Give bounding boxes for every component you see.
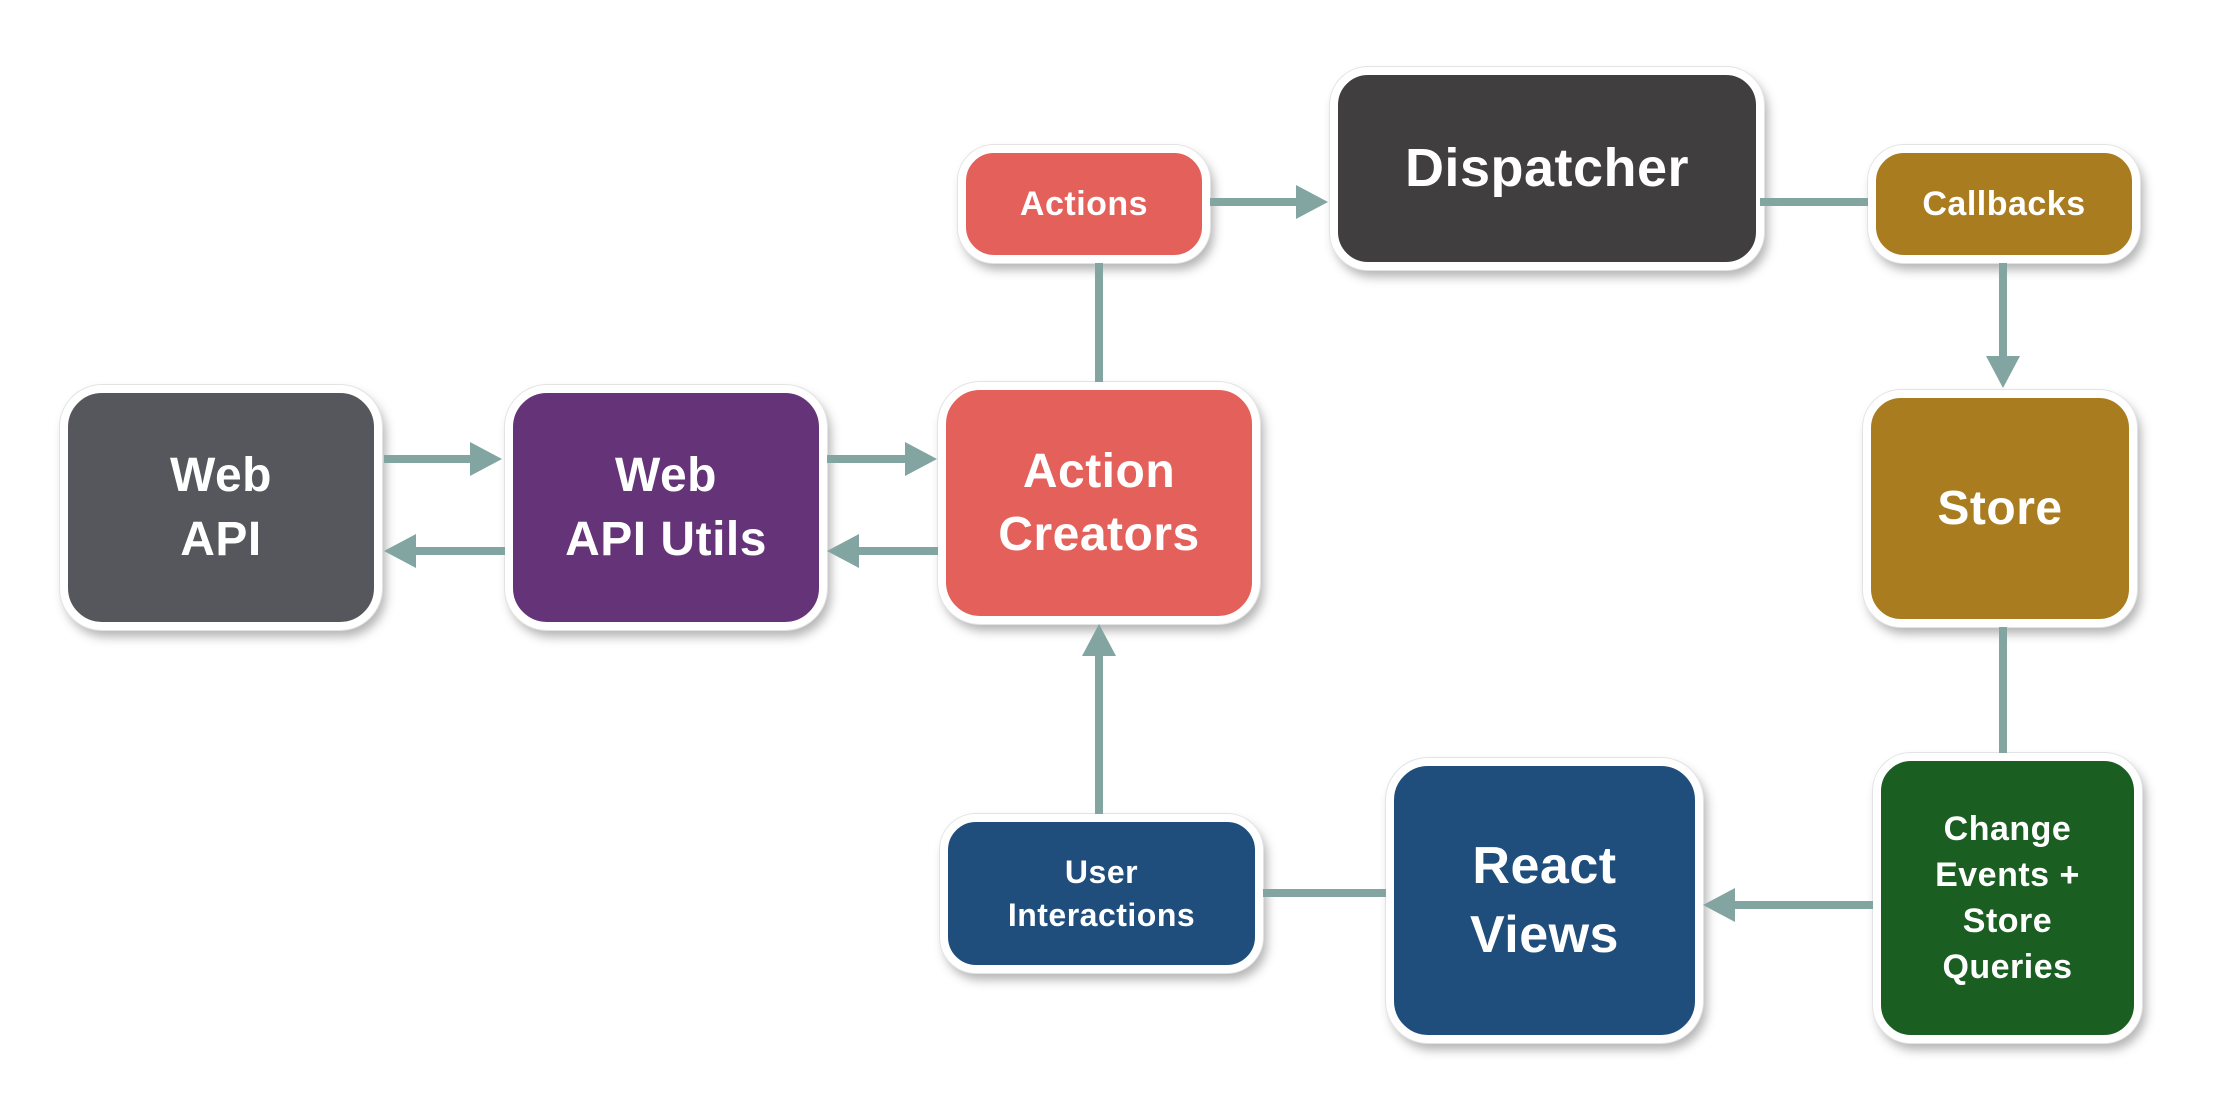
node-store-label: Store (1937, 481, 2063, 535)
node-callbacks-label: Callbacks (1922, 184, 2086, 223)
node-action-creators: Action Creators (938, 382, 1260, 624)
node-user-interactions-label-line2: Interactions (1007, 896, 1196, 933)
node-web-api-utils-label-line2: API Utils (565, 512, 767, 566)
edge-action-creators-to-actions-line (1095, 263, 1103, 382)
edge-web-api-utils-to-action-creators-line (827, 455, 907, 463)
edge-dispatcher-to-callbacks-line (1760, 198, 1868, 206)
edge-action-creators-to-web-api-utils-line (859, 547, 938, 555)
node-actions-label: Actions (1019, 184, 1149, 223)
edge-store-to-change-events-line (1999, 627, 2007, 753)
node-action-creators-label-line1: Action (1022, 444, 1176, 498)
node-actions: Actions (958, 145, 1210, 263)
node-change-events-store-queries: Change Events + Store Queries (1873, 753, 2142, 1043)
node-web-api-label-line2: API (180, 512, 262, 566)
node-web-api-utils-label-line1: Web (615, 449, 717, 503)
node-react-views: React Views (1386, 758, 1703, 1043)
node-web-api-utils: Web API Utils (505, 385, 827, 630)
node-web-api-label-line1: Web (170, 449, 272, 503)
node-change-events-label-line3: Store (1962, 902, 2053, 940)
node-store: Store (1863, 390, 2137, 627)
node-action-creators-label-line2: Creators (998, 508, 1200, 561)
edge-user-interactions-to-action-creators-arrowhead (1082, 624, 1116, 656)
edge-web-api-utils-to-web-api-line (416, 547, 505, 555)
edge-action-creators-to-web-api-utils-arrowhead (827, 534, 859, 568)
node-web-api: Web API (60, 385, 382, 630)
edge-change-events-to-react-views-arrowhead (1703, 888, 1735, 922)
edge-change-events-to-react-views-line (1735, 901, 1873, 909)
node-change-events-label-line2: Events + (1935, 855, 2080, 894)
node-user-interactions-label-line1: User (1064, 854, 1139, 891)
edge-callbacks-to-store-arrowhead (1986, 356, 2020, 388)
edge-react-views-to-user-interactions-line (1263, 889, 1386, 897)
edge-web-api-utils-to-action-creators-arrowhead (905, 442, 937, 476)
edge-web-api-to-web-api-utils-arrowhead (470, 442, 502, 476)
node-callbacks: Callbacks (1868, 145, 2140, 263)
edge-callbacks-to-store-line (1999, 263, 2007, 358)
edge-web-api-to-web-api-utils-line (384, 455, 472, 463)
node-react-views-label-line2: Views (1470, 905, 1619, 964)
edge-actions-to-dispatcher-line (1210, 198, 1298, 206)
node-dispatcher-label: Dispatcher (1404, 137, 1690, 198)
node-react-views-label-line1: React (1472, 836, 1617, 895)
node-change-events-label-line4: Queries (1942, 948, 2073, 987)
node-dispatcher: Dispatcher (1330, 67, 1764, 270)
node-user-interactions: User Interactions (940, 814, 1263, 973)
node-change-events-label-line1: Change (1943, 809, 2072, 848)
edge-user-interactions-to-action-creators-line (1095, 654, 1103, 814)
edge-actions-to-dispatcher-arrowhead (1296, 185, 1328, 219)
edge-web-api-utils-to-web-api-arrowhead (384, 534, 416, 568)
